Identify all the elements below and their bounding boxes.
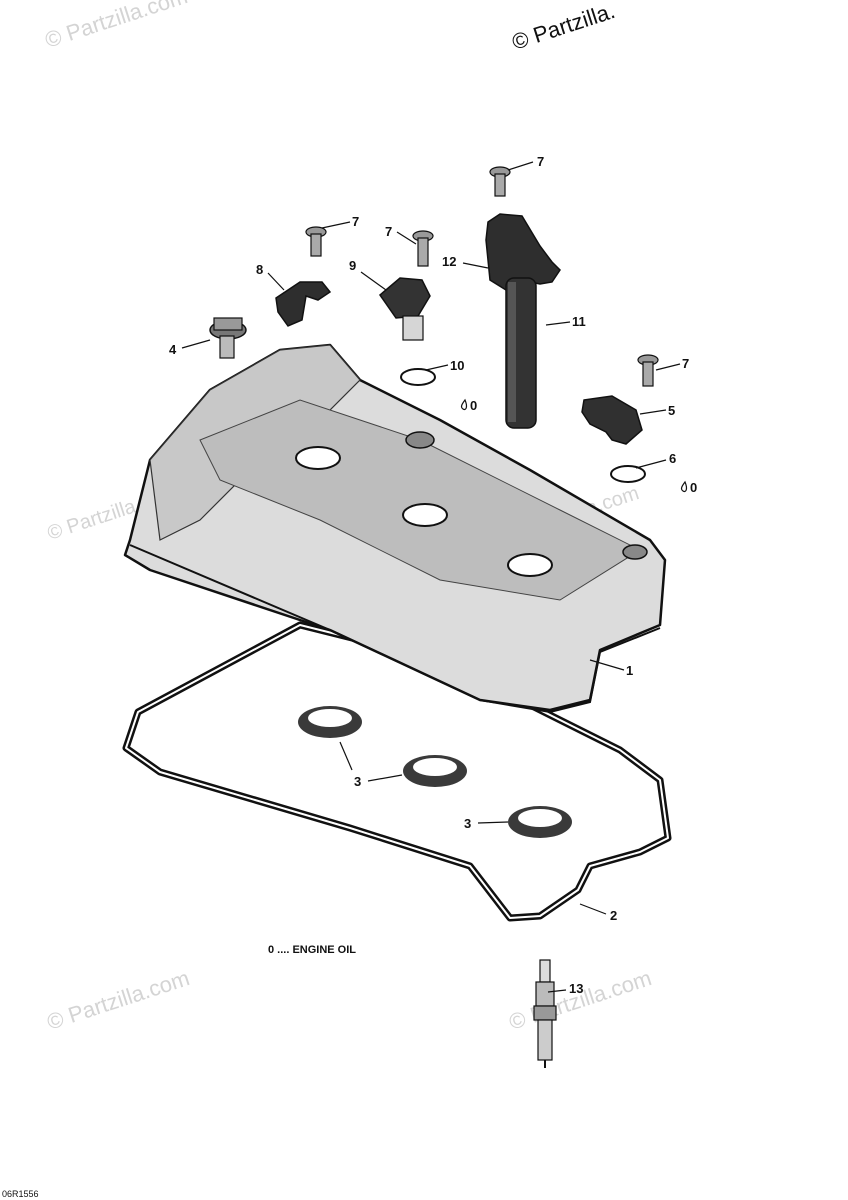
leader-11: [545, 321, 571, 326]
spark-plug-seals: [298, 706, 572, 838]
breather-bolt: [209, 317, 247, 359]
sensor-bracket: [275, 281, 332, 327]
callout-7-d: 7: [682, 356, 689, 371]
seal-1-hole: [308, 709, 352, 727]
gasket-highlight: [125, 624, 669, 919]
callout-oil-b: 0: [690, 480, 697, 495]
leader-7a: [321, 221, 351, 229]
callout-2: 2: [610, 908, 617, 923]
callout-7-c: 7: [537, 154, 544, 169]
cam-hole: [405, 431, 435, 449]
leader-9: [360, 271, 387, 291]
legend-engine-oil: 0 .... ENGINE OIL: [268, 944, 356, 956]
valve-cover: [123, 343, 667, 714]
leader-5: [639, 409, 667, 415]
callout-9: 9: [349, 258, 356, 273]
callout-5: 5: [668, 403, 675, 418]
leader-7c: [507, 161, 534, 171]
leader-6: [635, 459, 667, 469]
callout-6: 6: [669, 451, 676, 466]
screw-2: [412, 230, 434, 267]
oil-drop-icon: [680, 480, 688, 493]
watermark-bottom-right: © Partzilla.com: [506, 965, 655, 1035]
leader-3a: [367, 774, 403, 782]
callout-4: 4: [169, 342, 177, 357]
screw-4: [637, 354, 659, 387]
callout-13: 13: [569, 981, 583, 996]
plug-well-2: [402, 503, 448, 527]
ignition-coil: [485, 213, 561, 429]
screw-3: [489, 166, 511, 197]
callout-8: 8: [256, 262, 263, 277]
callout-12: 12: [442, 254, 456, 269]
callout-3-a: 3: [354, 774, 361, 789]
seal-3-hole: [518, 809, 562, 827]
cover-flange: [129, 544, 661, 714]
leader-2: [579, 903, 607, 915]
callout-7-b: 7: [385, 224, 392, 239]
oil-drop-icon: [460, 398, 468, 411]
plug-well-1: [295, 446, 341, 470]
spark-plug: [533, 959, 557, 1068]
camshaft-sensor: [378, 277, 431, 341]
o-ring-10: [400, 368, 436, 386]
coolant-outlet: [581, 395, 643, 445]
callout-1: 1: [626, 663, 633, 678]
callout-7-a: 7: [352, 214, 359, 229]
leader-8: [267, 272, 285, 291]
coil-shade: [508, 282, 516, 422]
leader-1: [589, 659, 625, 671]
o-ring-6: [610, 465, 646, 483]
callout-oil-a: 0: [470, 398, 477, 413]
screw-1: [305, 226, 327, 257]
watermark-bottom-left: © Partzilla.com: [44, 965, 193, 1035]
watermark-top-left: © Partzilla.com: [42, 0, 191, 53]
breather-hole: [622, 544, 648, 560]
leader-10: [425, 364, 449, 371]
callout-11: 11: [572, 314, 586, 329]
leader-4: [181, 339, 211, 349]
diagram-code: 06R1556: [2, 1189, 39, 1199]
leader-7b: [396, 231, 417, 245]
leader-13: [547, 989, 567, 993]
callout-10: 10: [450, 358, 464, 373]
seal-2-hole: [413, 758, 457, 776]
callout-3-b: 3: [464, 816, 471, 831]
leader-3b: [477, 821, 509, 824]
leader-12: [462, 262, 489, 269]
leader-7d: [655, 363, 681, 371]
coil-head: [485, 213, 561, 291]
plug-well-3: [507, 553, 553, 577]
watermark-top-right: © Partzilla.: [509, 0, 618, 55]
leader-3a-b: [339, 741, 353, 771]
